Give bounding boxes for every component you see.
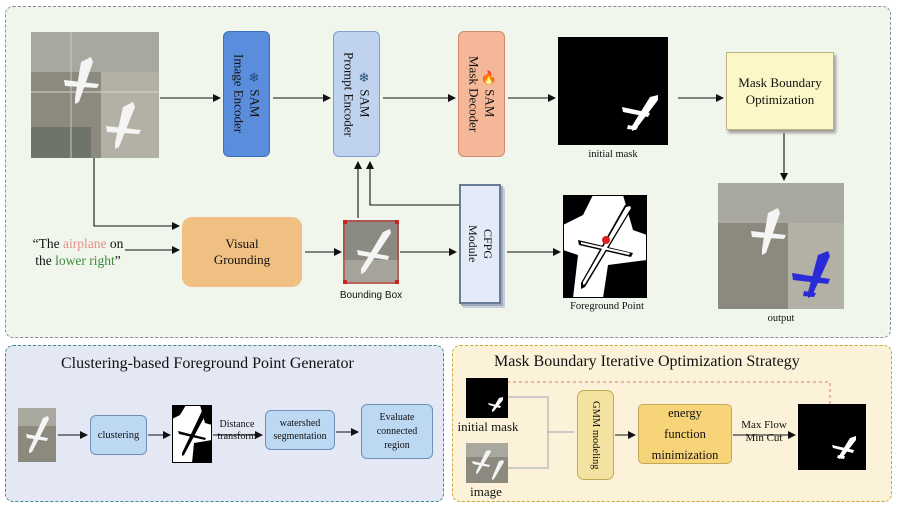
energy-label-1: energy [668, 405, 702, 420]
query-part-3: the [35, 253, 56, 268]
visual-grounding-box: Visual Grounding [182, 217, 302, 287]
visual-grounding-label-1: Visual [225, 236, 259, 251]
sam-mask-decoder-box: 🔥 SAM Mask Decoder [458, 31, 505, 157]
cfpg-input-image [18, 408, 56, 462]
rp-image-caption: image [470, 484, 502, 499]
mbo-label-2: Optimization [745, 92, 815, 107]
energy-minimization-box: energy function minimization [638, 404, 732, 464]
gmm-modeling-box: GMM modeling [577, 390, 614, 480]
cfpg-panel-title: Clustering-based Foreground Point Genera… [61, 355, 354, 372]
max-flow-min-cut-label: Max Flow Min Cut [734, 419, 794, 445]
cfpg-module-box: CFPG Module [459, 184, 501, 304]
mask-boundary-optimization-box: Mask Boundary Optimization [726, 52, 834, 130]
evaluate-connected-region-box: Evaluate connected region [361, 404, 433, 459]
watershed-label-2: segmentation [273, 431, 327, 442]
energy-label-2: function [664, 426, 706, 441]
connector-mask-to-gmm [508, 396, 574, 433]
snowflake-icon: ❄ [247, 70, 263, 86]
sam-prompt-encoder-box: ❄ SAM Prompt Encoder [333, 31, 380, 157]
query-highlight-lower-right: lower right [55, 253, 115, 268]
foreground-point-marker [602, 236, 610, 244]
cfpg-label-1: CFPG [481, 228, 495, 260]
initial-mask-caption: initial mask [588, 149, 638, 160]
distance-transform-line-2: transform [217, 431, 257, 442]
foreground-point-image [563, 195, 647, 298]
input-aerial-image [31, 32, 159, 158]
sam-mask-decoder-label-1: SAM [482, 89, 498, 118]
arrow-cfpg-to-prompt [366, 161, 460, 206]
query-part-4: ” [114, 253, 121, 268]
snowflake-icon: ❄ [357, 70, 373, 86]
arrow-image-to-grounding [93, 158, 180, 230]
sam-mask-decoder-label-2: Mask Decoder [466, 55, 482, 133]
sam-image-encoder-box: ❄ SAM Image Encoder [223, 31, 270, 157]
rp-input-image [466, 443, 508, 483]
bounding-box-caption: Bounding Box [339, 290, 403, 301]
clustering-box: clustering [90, 415, 147, 455]
distance-transform-label: Distance transform [214, 419, 260, 443]
watershed-segmentation-box: watershed segmentation [265, 410, 335, 450]
query-part-1: “The [32, 236, 63, 251]
rp-initial-mask-image [466, 378, 508, 418]
visual-grounding-label-2: Grounding [213, 252, 271, 267]
mbo-label-1: Mask Boundary [738, 75, 822, 90]
evaluate-label-2: connected [376, 425, 418, 437]
bounding-box-image [343, 220, 399, 284]
query-part-2: on [106, 236, 124, 251]
max-flow-label: Max Flow [741, 419, 787, 431]
clustering-label: clustering [97, 429, 140, 441]
evaluate-label-3: region [384, 439, 410, 451]
watershed-label-1: watershed [279, 418, 321, 429]
evaluate-label-1: Evaluate [379, 411, 415, 423]
min-cut-label: Min Cut [745, 432, 783, 444]
energy-label-3: minimization [651, 447, 719, 462]
feedback-arrow [496, 381, 831, 404]
connector-image-to-gmm [508, 432, 549, 469]
query-highlight-airplane: airplane [63, 236, 107, 251]
output-caption: output [767, 313, 795, 324]
cfpg-label-2: Module [466, 225, 480, 263]
query-text: “The airplane on the lower right” [28, 235, 128, 269]
rp-initial-mask-caption: initial mask [457, 419, 519, 434]
output-image [718, 183, 844, 309]
mbio-panel-title: Mask Boundary Iterative Optimization Str… [494, 353, 800, 370]
fire-icon: 🔥 [482, 70, 498, 87]
foreground-point-caption: Foreground Point [570, 301, 644, 312]
distance-transform-line-1: Distance [219, 419, 255, 430]
initial-mask-image [558, 37, 668, 145]
gmm-label: GMM modeling [590, 400, 601, 470]
optimized-mask-image [798, 404, 866, 470]
cluster-map-image [172, 405, 212, 463]
sam-image-encoder-label-2: Image Encoder [231, 54, 247, 134]
sam-image-encoder-label-1: SAM [247, 89, 263, 118]
sam-prompt-encoder-label-2: Prompt Encoder [341, 51, 357, 137]
sam-prompt-encoder-label-1: SAM [357, 89, 373, 118]
